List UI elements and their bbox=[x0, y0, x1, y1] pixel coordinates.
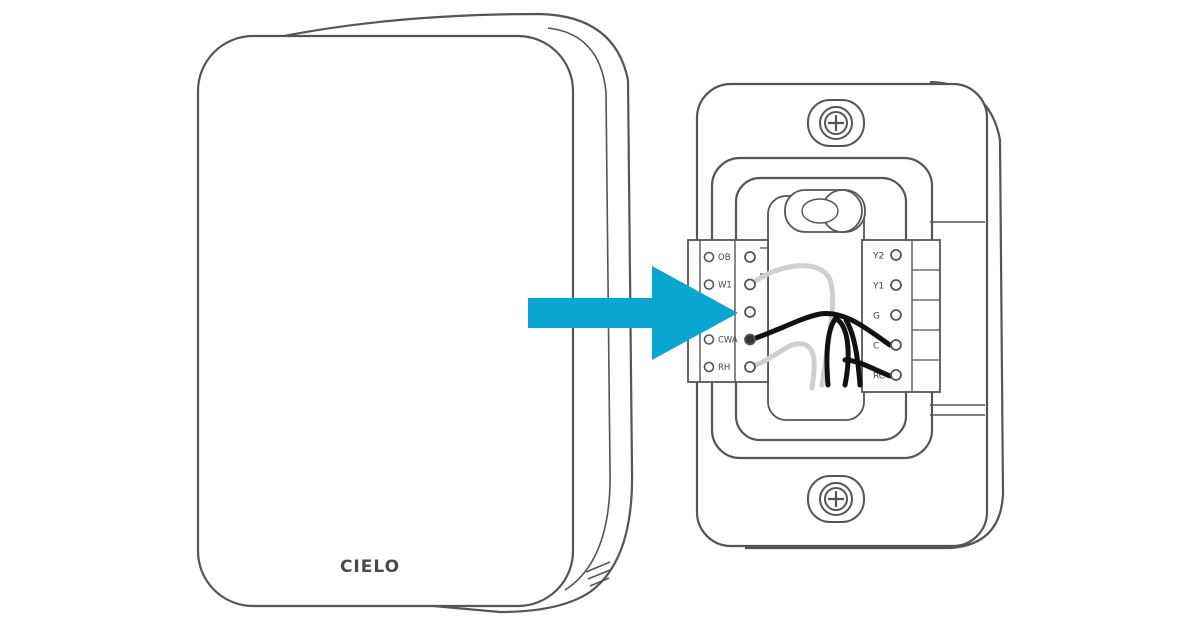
wire-rc bbox=[835, 317, 851, 388]
bottom-screw bbox=[807, 475, 865, 523]
right-terminal-screw bbox=[890, 309, 902, 321]
left-terminal-dot bbox=[703, 334, 715, 345]
wires-dark bbox=[747, 310, 893, 388]
left-terminal-screw bbox=[744, 251, 756, 263]
right-terminal-screw bbox=[890, 249, 902, 261]
level-capsule bbox=[784, 189, 866, 233]
left-terminal-label: CWA bbox=[718, 336, 738, 346]
right-terminal-screw bbox=[890, 369, 902, 381]
left-terminal-label: W1 bbox=[718, 281, 732, 291]
right-terminal-screw bbox=[890, 339, 902, 351]
right-terminal-label: C bbox=[873, 342, 879, 352]
vent-slots bbox=[585, 561, 611, 587]
left-terminal-screw bbox=[744, 306, 756, 318]
right-terminal-screw bbox=[890, 279, 902, 291]
device-side-contour bbox=[547, 27, 611, 591]
brand-logo: CIELO bbox=[340, 557, 400, 577]
right-terminal-label: G bbox=[873, 312, 880, 322]
left-terminal-screw bbox=[744, 333, 756, 346]
left-terminal-dot bbox=[703, 279, 715, 290]
thermostat-device bbox=[196, 12, 634, 614]
left-terminal-label: RH bbox=[718, 363, 730, 373]
wire-c-b bbox=[843, 317, 863, 388]
direction-arrow bbox=[528, 266, 738, 360]
wire-c-c bbox=[842, 357, 893, 379]
left-terminal-screw bbox=[744, 361, 756, 373]
left-terminal-dot bbox=[703, 251, 715, 263]
left-terminal-screw bbox=[744, 278, 756, 291]
wire-rh bbox=[747, 341, 817, 391]
terminal-screws bbox=[744, 249, 902, 381]
device-front-face bbox=[196, 34, 575, 608]
right-terminal-label: Y2 bbox=[872, 252, 884, 262]
wire-c-a bbox=[824, 315, 839, 388]
right-terminal-label: RC bbox=[873, 372, 885, 382]
left-terminal-dot bbox=[703, 361, 715, 373]
right-terminal-label: Y1 bbox=[872, 282, 884, 292]
top-screw bbox=[807, 99, 865, 147]
wire-cwa bbox=[747, 310, 893, 348]
left-terminal-label: OB bbox=[718, 253, 731, 263]
